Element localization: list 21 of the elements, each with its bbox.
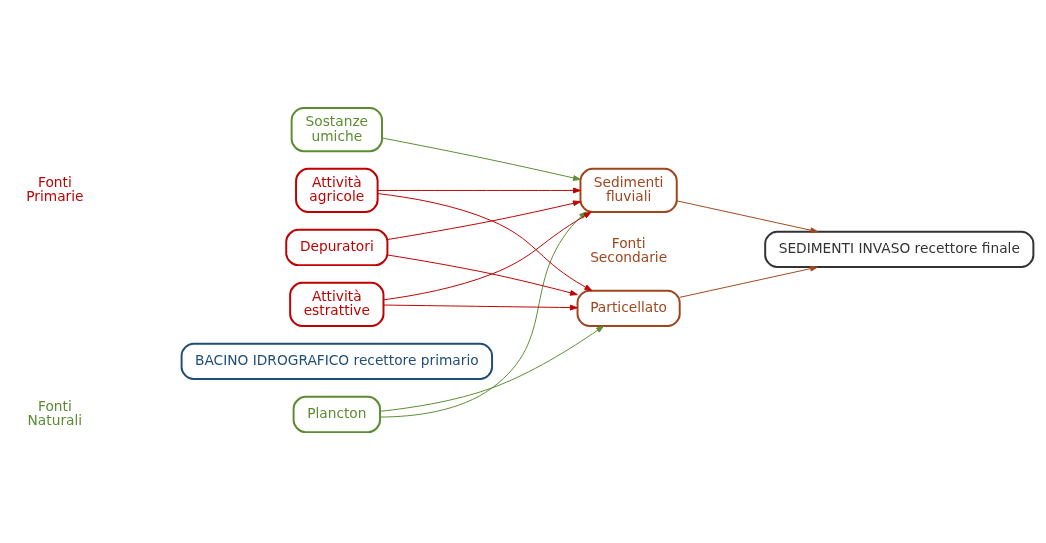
label: Fonti Primarie (26, 173, 84, 204)
label: Fonti Naturali (27, 397, 83, 428)
label: Fonti Secondarie (590, 234, 668, 265)
node-box: Particellato (576, 289, 681, 327)
arrow (679, 265, 818, 298)
node-box: Attività agricole (295, 167, 379, 213)
arrow (377, 187, 581, 193)
node-box: BACINO IDROGRAFICO recettore primario (180, 342, 494, 380)
arrow (387, 199, 581, 240)
node-box: Sedimenti fluviali (579, 167, 678, 213)
arrow (676, 199, 819, 233)
arrow (383, 304, 578, 310)
arrow (379, 325, 604, 412)
arrow (387, 254, 578, 296)
node-box: Sostanze umiche (290, 106, 383, 152)
node-box: Depuratori (285, 228, 389, 266)
node-box: SEDIMENTI INVASO recettore finale (764, 230, 1035, 268)
node-box: Attività estrattive (289, 281, 385, 327)
arrow (381, 137, 581, 181)
node-box: Plancton (292, 395, 382, 433)
arrow (377, 192, 593, 291)
